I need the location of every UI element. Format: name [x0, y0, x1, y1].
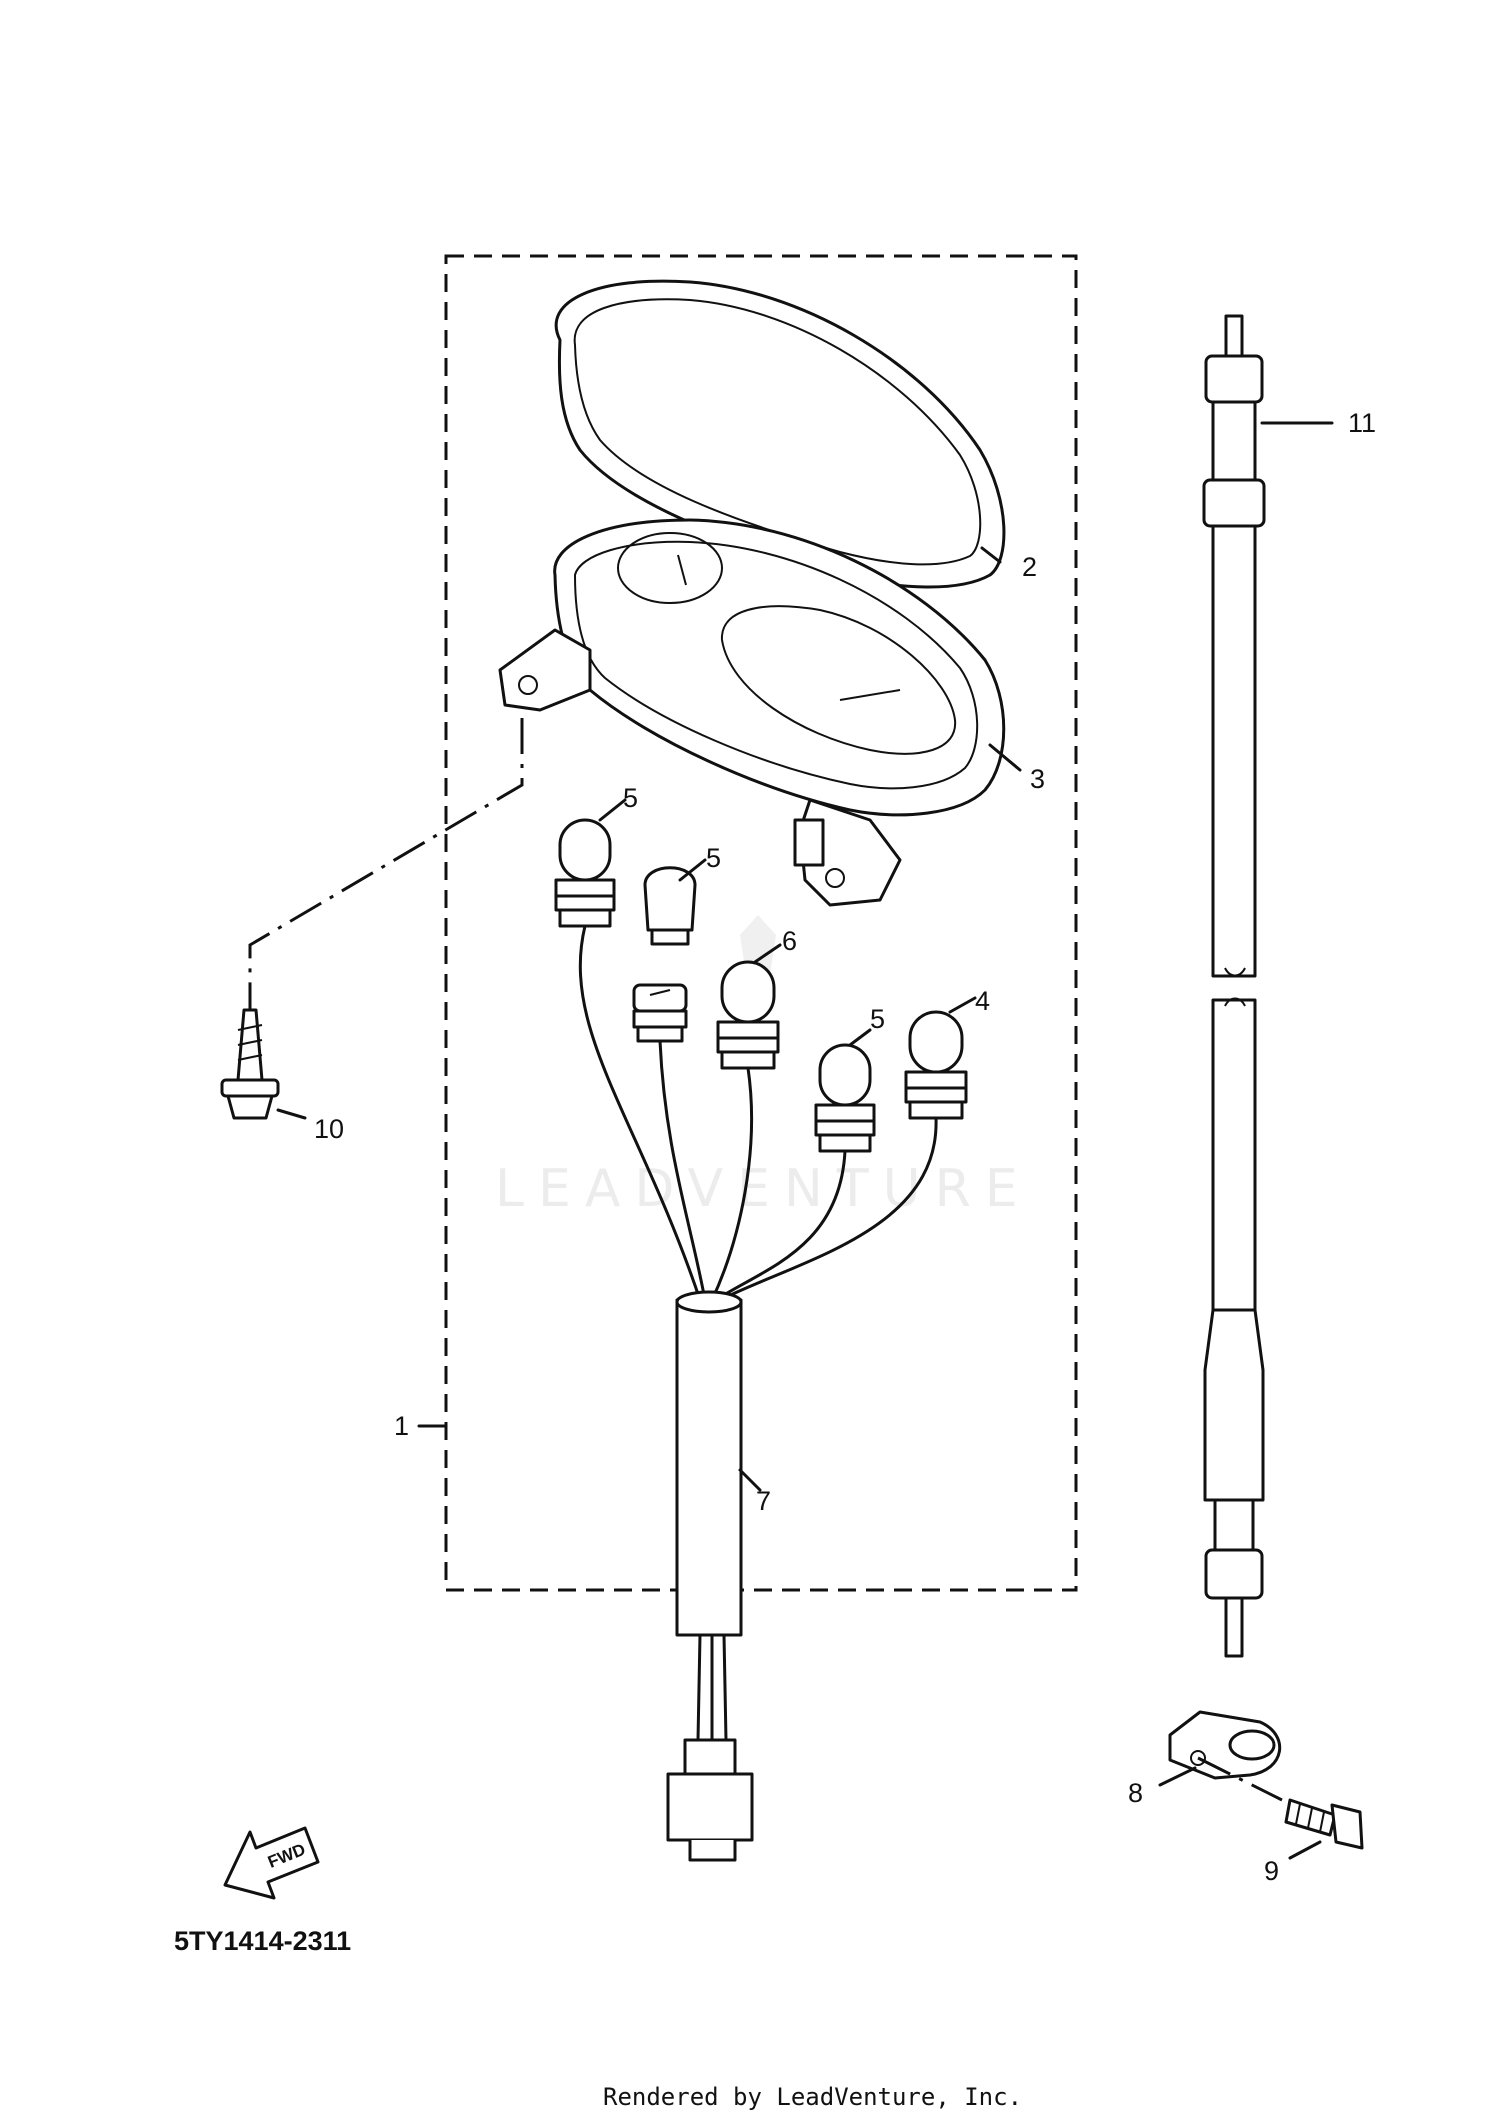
bulb-5-wedge: [643, 866, 697, 946]
callout-9: 9: [1264, 1856, 1279, 1886]
callout-5-wedge: 5: [706, 843, 721, 873]
callout-2: 2: [1022, 552, 1037, 582]
wires: [578, 924, 938, 1302]
bulb-4: [904, 1010, 968, 1120]
callout-8: 8: [1128, 1778, 1143, 1808]
callout-5-right: 5: [870, 1004, 885, 1034]
assembly-boundary: [444, 254, 1078, 1592]
speedometer-cable: [1202, 314, 1266, 1658]
footer-credit: Rendered by LeadVenture, Inc.: [603, 2083, 1022, 2111]
screw-chain-line: [248, 718, 524, 1010]
watermark-text: LEADVENTURE: [495, 1159, 1032, 1219]
fwd-arrow-icon: FWD: [223, 1826, 320, 1900]
diagram-code: 5TY1414-2311: [174, 1926, 351, 1956]
callout-7: 7: [756, 1486, 771, 1516]
bulb-6: [716, 960, 780, 1070]
callout-3: 3: [1030, 764, 1045, 794]
meter-body: [498, 518, 1006, 907]
callout-5-top: 5: [623, 783, 638, 813]
screw-10: [220, 1008, 280, 1120]
harness: [666, 1290, 754, 1862]
bolt-9: [1284, 1798, 1364, 1850]
leader-lines: [276, 421, 1334, 1860]
cable-clamp-8: [1168, 1710, 1282, 1780]
callout-4: 4: [975, 986, 990, 1016]
callout-11: 11: [1348, 408, 1376, 438]
bulb-socket-plug: [632, 983, 688, 1043]
callout-10: 10: [314, 1114, 344, 1144]
bulb-5-top-left: [554, 818, 616, 928]
bolt-chain-line: [1197, 1756, 1283, 1802]
callout-6: 6: [782, 926, 797, 956]
callout-1: 1: [394, 1411, 409, 1441]
meter-lens: [554, 279, 1006, 589]
bulb-5-right: [814, 1043, 876, 1153]
